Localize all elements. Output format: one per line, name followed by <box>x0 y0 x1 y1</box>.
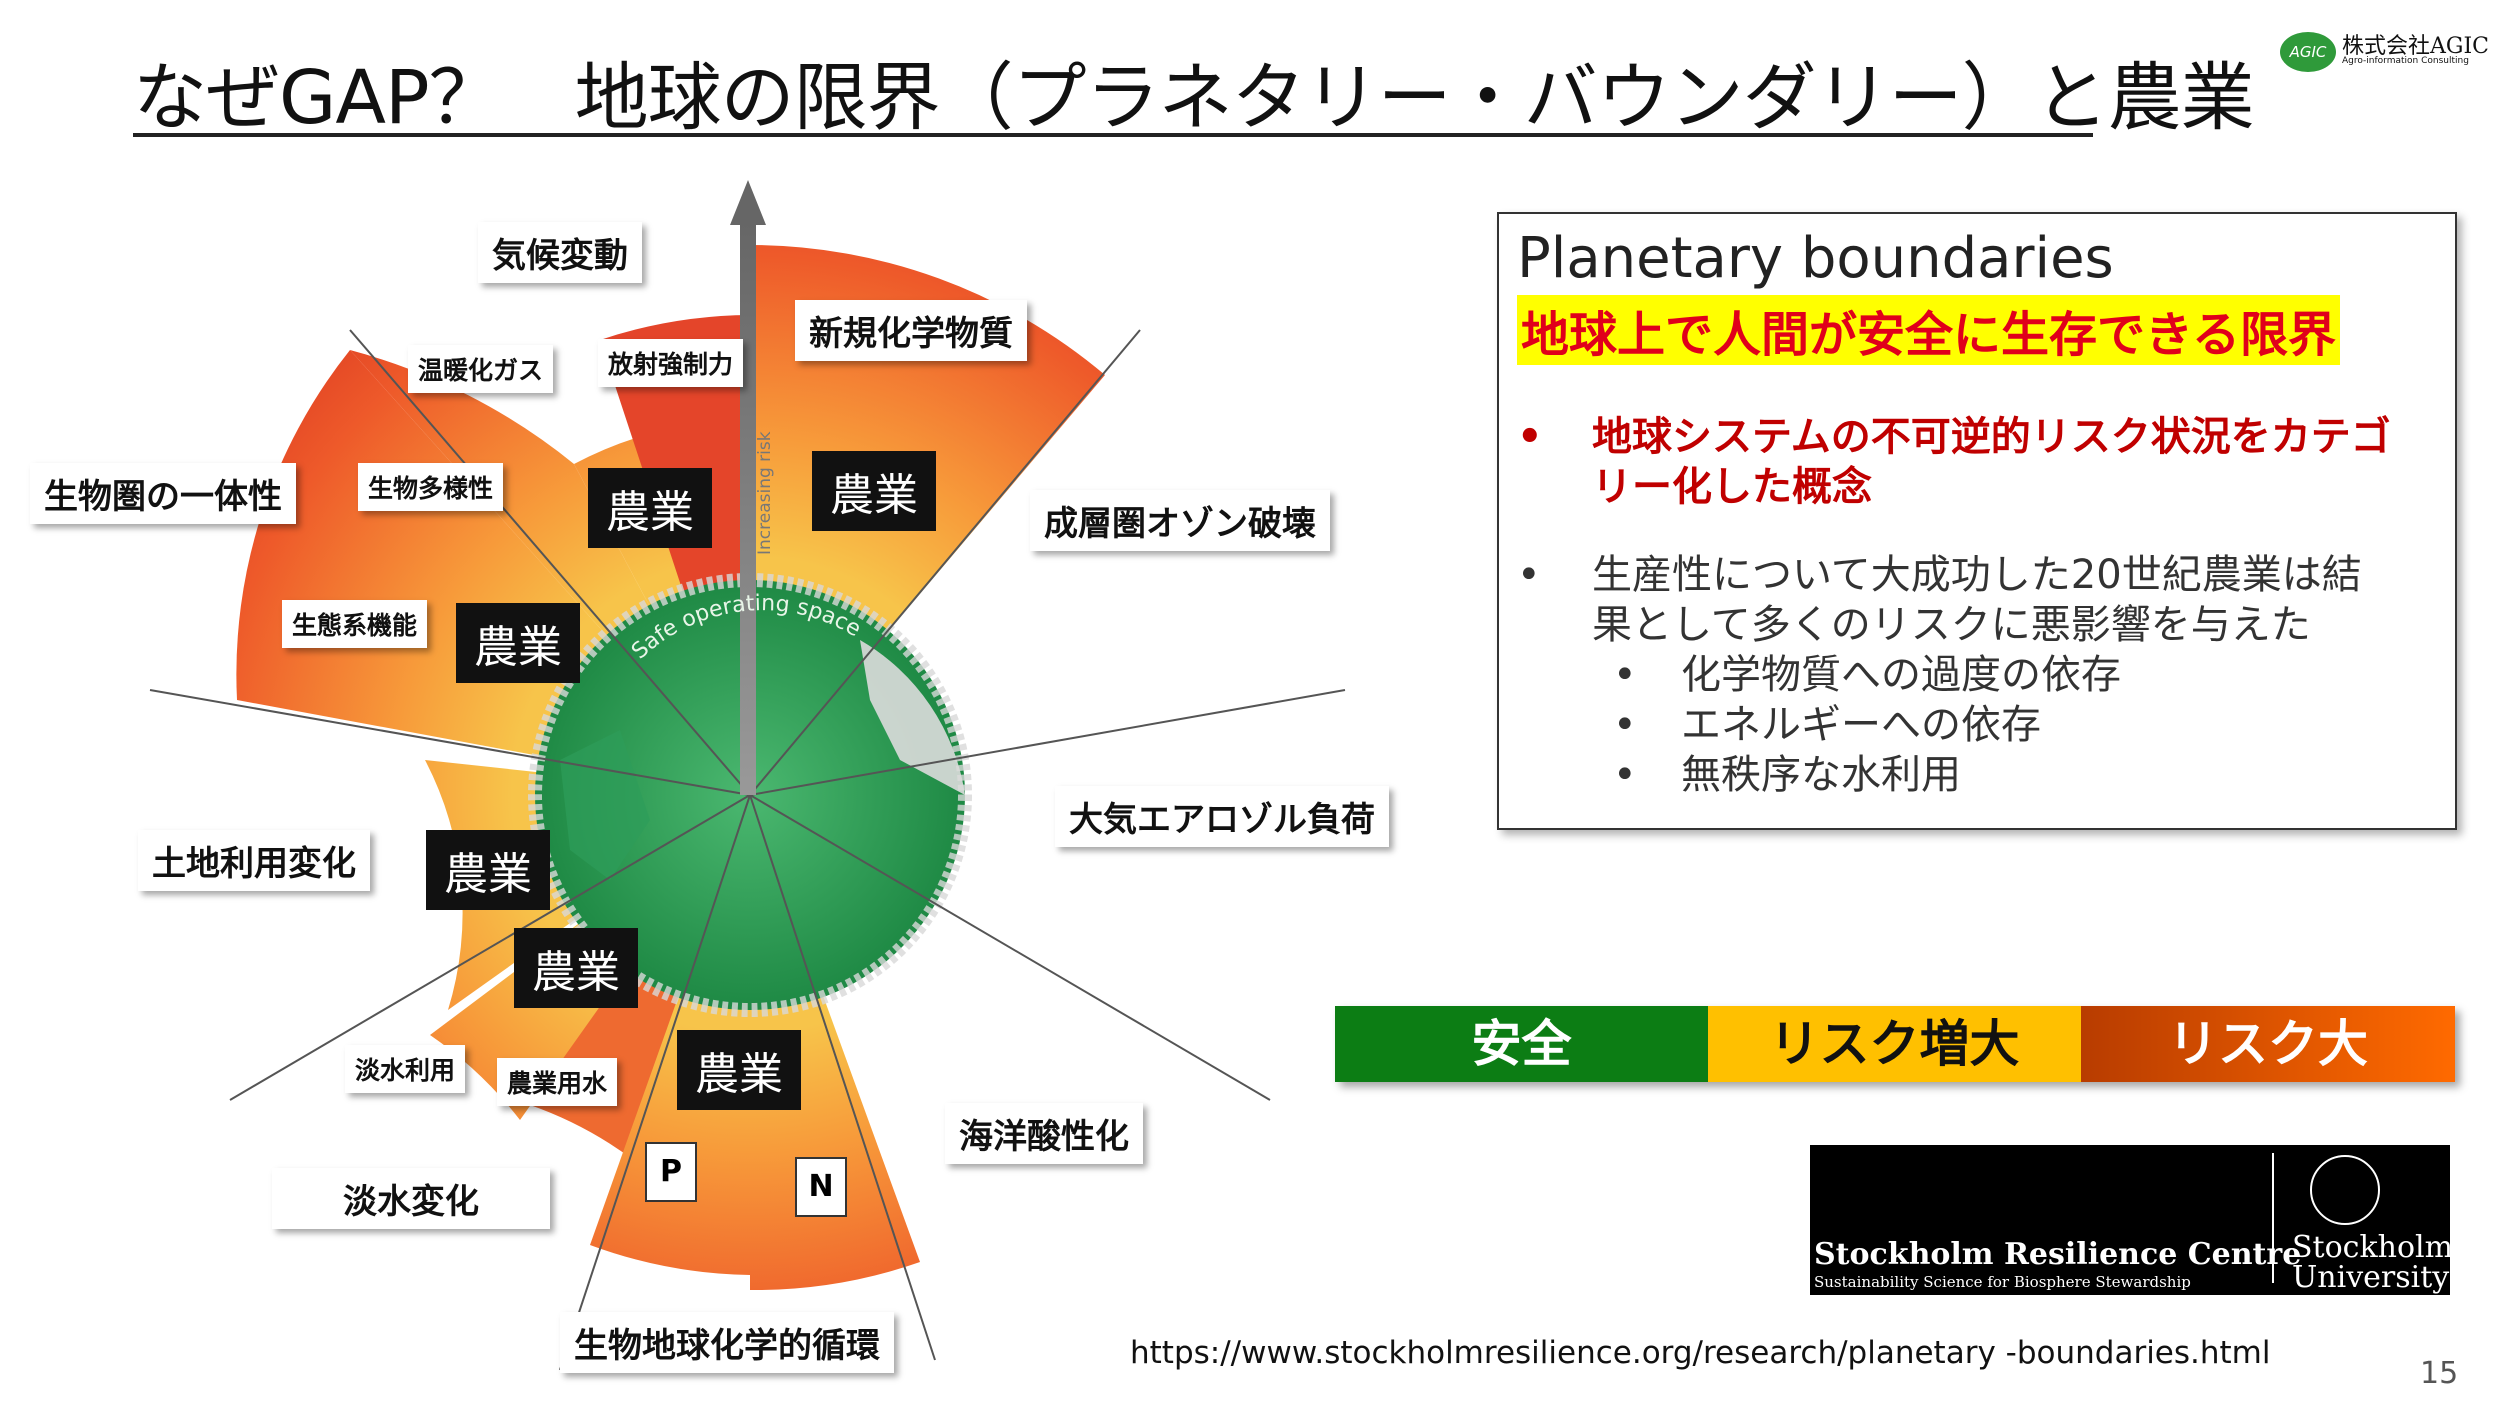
logo-name: 株式会社AGIC <box>2342 34 2489 59</box>
label-biogeochemical-flows: 生物地球化学的循環 <box>560 1312 894 1373</box>
univ-line-2: University <box>2292 1260 2450 1295</box>
bullet-text: リー化した概念 <box>1592 464 1872 510</box>
source-logo: Stockholm Resilience Centre Sustainabili… <box>1810 1145 2453 1295</box>
sector-lines <box>149 329 1346 1371</box>
source-url[interactable]: https://www.stockholmresilience.org/rese… <box>1130 1335 2271 1371</box>
page-number: 15 <box>2420 1356 2459 1391</box>
nitrogen-label: N <box>795 1157 847 1217</box>
source-org: Stockholm Resilience Centre <box>1814 1237 2302 1272</box>
label-land-system-change: 土地利用変化 <box>138 830 370 891</box>
university-seal-icon <box>2310 1155 2380 1225</box>
risk-arrow <box>730 180 766 795</box>
bullet-mark: • <box>1613 752 1637 798</box>
logo-mark: AGIC <box>2280 32 2336 72</box>
bullet-text: エネルギーへの依存 <box>1681 702 2041 748</box>
bullet-mark: • <box>1613 652 1637 698</box>
label-aerosol-loading: 大気エアロゾル負荷 <box>1055 786 1389 847</box>
bullet-text: 化学物質への過度の依存 <box>1681 652 2121 698</box>
legend-high-risk: リスク大 <box>2081 1006 2455 1082</box>
info-title: Planetary boundaries <box>1517 226 2114 291</box>
phosphorus-label: P <box>645 1142 697 1202</box>
agriculture-tag: 農業 <box>588 468 712 548</box>
agriculture-tag: 農業 <box>514 928 638 1008</box>
label-freshwater-use: 淡水利用 <box>345 1045 466 1093</box>
legend-safe: 安全 <box>1335 1006 1708 1082</box>
bullet-mark: • <box>1613 702 1637 748</box>
label-ecosystem-function: 生態系機能 <box>282 600 428 648</box>
logo-sub: Agro-information Consulting <box>2342 56 2469 66</box>
univ-line-1: Stockholm <box>2292 1230 2454 1265</box>
planetary-boundaries-wheel: Increasing risk Safe operating space <box>149 180 1346 1371</box>
risk-legend: 安全 リスク増大 リスク大 <box>1335 1006 2455 1082</box>
label-climate-change: 気候変動 <box>478 222 642 283</box>
legend-increasing-risk: リスク増大 <box>1708 1006 2081 1082</box>
label-radiative-forcing: 放射強制力 <box>598 339 744 387</box>
logo-divider <box>2272 1153 2274 1283</box>
label-novel-entities: 新規化学物質 <box>795 300 1027 361</box>
agriculture-tag: 農業 <box>812 451 936 531</box>
label-biosphere-integrity: 生物圏の一体性 <box>30 463 296 524</box>
agriculture-tag: 農業 <box>677 1030 801 1110</box>
info-subtitle: 地球上で人間が安全に生存できる限界 <box>1517 295 2341 365</box>
source-univ: Stockholm University <box>2292 1233 2453 1293</box>
label-ocean-acidification: 海洋酸性化 <box>945 1103 1143 1164</box>
bullet-text: 果として多くのリスクに悪影響を与えた <box>1592 602 2311 648</box>
page-title: なぜGAP？ 地球の限界（プラネタリー・バウンダリー）と農業 <box>133 55 2255 141</box>
title-underline <box>133 133 2093 137</box>
increasing-risk-label: Increasing risk <box>755 431 775 555</box>
label-agricultural-water: 農業用水 <box>497 1058 618 1106</box>
bullet-text: 生産性について大成功した20世紀農業は結 <box>1592 552 2362 598</box>
label-biodiversity: 生物多様性 <box>358 463 504 511</box>
agriculture-tag: 農業 <box>426 830 550 910</box>
label-ghg: 温暖化ガス <box>408 345 554 393</box>
bullet-mark: • <box>1517 552 1541 598</box>
bullet-text: 地球システムの不可逆的リスク状況をカテゴ <box>1592 414 2391 460</box>
bullet-text: 無秩序な水利用 <box>1681 752 1961 798</box>
source-tagline: Sustainability Science for Biosphere Ste… <box>1814 1273 2191 1291</box>
label-ozone-depletion: 成層圏オゾン破壊 <box>1030 490 1330 551</box>
company-logo: AGIC 株式会社AGIC Agro-information Consultin… <box>2280 28 2489 78</box>
bullet-mark: • <box>1517 414 1543 460</box>
agriculture-tag: 農業 <box>456 603 580 683</box>
label-freshwater-change: 淡水変化 <box>272 1168 550 1229</box>
